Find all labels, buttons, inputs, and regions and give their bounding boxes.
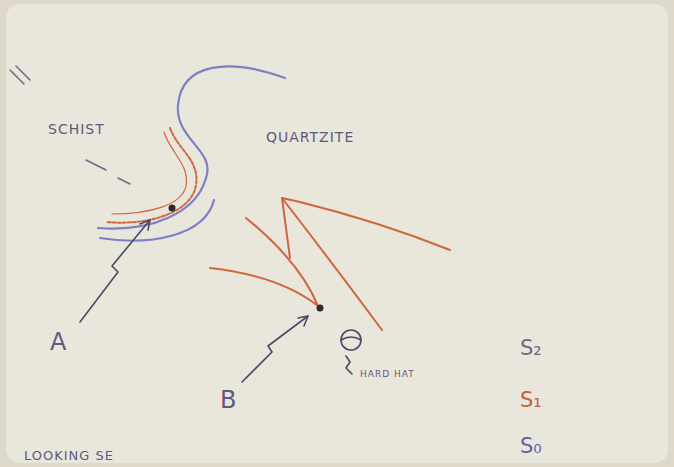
callout-letter: B — [220, 388, 237, 412]
legend-text: S₀ — [520, 434, 542, 458]
legend-entry: S₁ — [520, 390, 542, 411]
view-direction: LOOKING SE — [24, 449, 114, 462]
location-dot — [317, 305, 324, 312]
legend-text: S₁ — [520, 388, 542, 412]
object-label: HARD HAT — [360, 370, 415, 379]
hard-hat-symbol — [341, 330, 361, 374]
s1-cleavage — [106, 128, 450, 330]
sheet — [6, 4, 668, 463]
location-dot — [169, 205, 176, 212]
s2-trace — [10, 66, 130, 184]
callout-arrow — [80, 220, 308, 382]
callout-letter: A — [50, 330, 67, 354]
s0-bedding — [98, 66, 285, 240]
rock-label: QUARTZITE — [266, 130, 354, 144]
legend-entry: S₀ — [520, 436, 542, 457]
legend-text: S₂ — [520, 336, 542, 360]
legend-entry: S₂ — [520, 338, 542, 359]
rock-label: SCHIST — [48, 122, 105, 136]
